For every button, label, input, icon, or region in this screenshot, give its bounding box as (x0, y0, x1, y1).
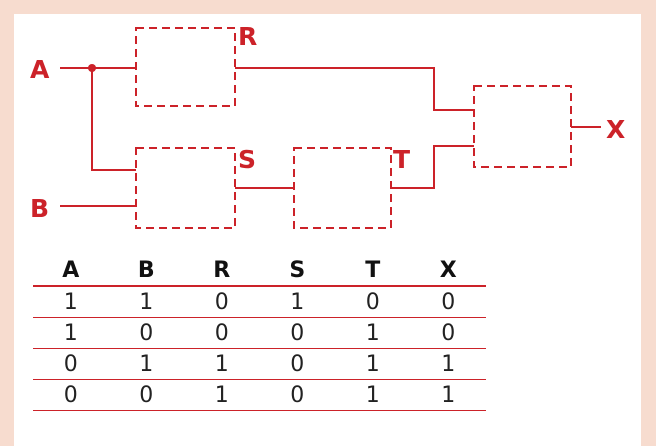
cell: 1 (33, 286, 109, 318)
table-row: 0 1 1 0 1 1 (33, 348, 486, 380)
cell: 1 (184, 348, 260, 380)
cell: 0 (33, 379, 109, 411)
cell: 1 (410, 348, 486, 380)
cell: 0 (410, 317, 486, 349)
output-label-x: X (606, 115, 625, 144)
truth-table: A B R S T X 1 1 0 1 0 0 1 0 0 0 1 0 0 1 … (33, 256, 486, 411)
gate-label-r: R (238, 22, 257, 51)
truth-table-header-row: A B R S T X (33, 256, 486, 287)
gate-label-t: T (393, 145, 410, 174)
header-t: T (335, 256, 411, 287)
header-r: R (184, 256, 260, 287)
gate-x-box (473, 85, 572, 168)
cell: 0 (335, 286, 411, 318)
cell: 0 (184, 317, 260, 349)
gate-label-s: S (238, 145, 256, 174)
cell: 0 (410, 286, 486, 318)
table-row: 0 0 1 0 1 1 (33, 379, 486, 411)
header-b: B (108, 256, 184, 287)
cell: 0 (108, 317, 184, 349)
cell: 0 (259, 379, 335, 411)
junction-dot (88, 64, 96, 72)
table-row: 1 1 0 1 0 0 (33, 286, 486, 318)
cell: 1 (335, 348, 411, 380)
wire-a-to-s (91, 68, 136, 171)
cell: 1 (33, 317, 109, 349)
cell: 1 (184, 379, 260, 411)
cell: 1 (410, 379, 486, 411)
cell: 1 (259, 286, 335, 318)
input-label-b: B (30, 194, 49, 223)
gate-r-box (135, 27, 236, 107)
gate-s-box (135, 147, 236, 229)
cell: 0 (184, 286, 260, 318)
cell: 0 (259, 317, 335, 349)
table-row: 1 0 0 0 1 0 (33, 317, 486, 349)
wire-r-to-x-gate (235, 67, 474, 111)
input-label-a: A (30, 55, 50, 84)
header-x: X (410, 256, 486, 287)
header-a: A (33, 256, 109, 287)
cell: 1 (335, 379, 411, 411)
cell: 1 (335, 317, 411, 349)
cell: 1 (108, 286, 184, 318)
circuit-wires (60, 67, 601, 207)
gate-t-box (293, 147, 392, 229)
cell: 0 (259, 348, 335, 380)
cell: 0 (108, 379, 184, 411)
cell: 0 (33, 348, 109, 380)
header-s: S (259, 256, 335, 287)
cell: 1 (108, 348, 184, 380)
wire-t-to-x-gate (391, 145, 474, 189)
